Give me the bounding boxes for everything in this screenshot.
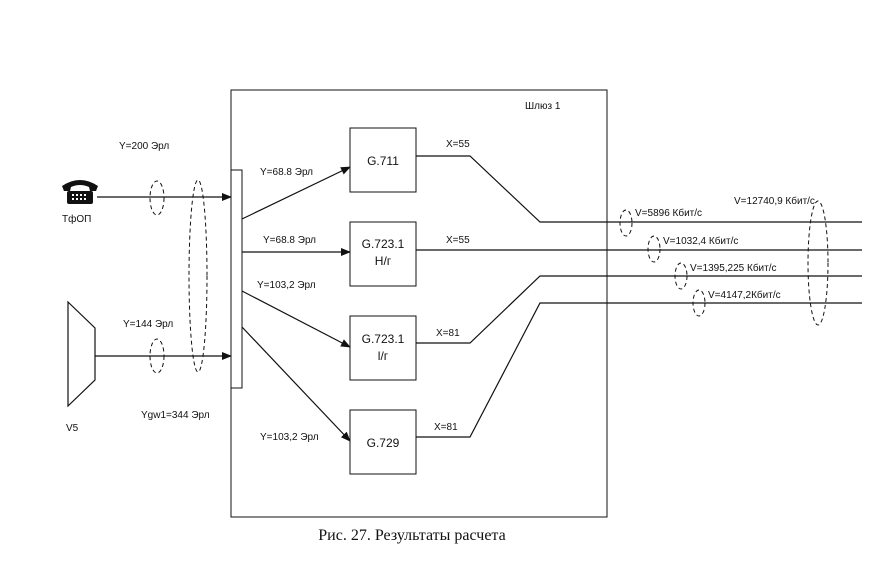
- pstn-bundle-ellipse: [149, 180, 165, 216]
- codec-3-bandwidth: V=1395,225 Кбит/с: [690, 262, 777, 274]
- bandwidth-1-ellipse: [619, 209, 633, 237]
- gateway-title: Шлюз 1: [525, 101, 561, 112]
- codec-box-g729: [349, 409, 417, 475]
- v5-bundle-ellipse: [149, 338, 165, 374]
- codec-1-x: X=55: [446, 139, 470, 150]
- codec-3-x: X=81: [436, 328, 460, 339]
- codec-2-sub: Н/г: [375, 254, 392, 268]
- codec-box-g7231-hg: [349, 221, 417, 287]
- output-line-4: [416, 302, 862, 438]
- total-load-ellipse: [188, 179, 208, 373]
- arrow-to-codec-1: [241, 166, 351, 220]
- codec-3-name: G.723.1: [362, 332, 405, 346]
- output-line-3: [416, 275, 862, 344]
- total-bandwidth-label: V=12740,9 Кбит/с: [734, 195, 815, 207]
- pstn-label: ТфОП: [62, 213, 91, 225]
- codec-2-name: G.723.1: [362, 237, 405, 251]
- codec-4-bandwidth: V=4147,2Кбит/с: [708, 289, 781, 301]
- pstn-load-label: Y=200 Эрл: [119, 141, 169, 152]
- codec-3-sub: l/г: [378, 349, 389, 363]
- bandwidth-2-ellipse: [647, 235, 661, 263]
- trapezoid-icon: [67, 300, 96, 408]
- v5-label: V5: [66, 423, 79, 434]
- codec-1-load: Y=68.8 Эрл: [260, 167, 313, 178]
- codec-4-name: G.729: [367, 436, 400, 450]
- codec-1-name: G.711: [367, 154, 399, 168]
- total-load-label: Ygw1=344 Эрл: [141, 410, 210, 421]
- codec-3-load: Y=103,2 Эрл: [257, 280, 316, 291]
- codec-2-bandwidth: V=1032,4 Кбит/с: [663, 235, 738, 247]
- output-line-1: [416, 155, 862, 223]
- codec-2-load: Y=68.8 Эрл: [263, 235, 316, 246]
- codec-box-g711: [349, 127, 417, 193]
- telephone-icon: [62, 180, 98, 204]
- distribution-bus: [230, 169, 243, 389]
- codec-1-bandwidth: V=5896 Кбит/с: [635, 207, 702, 219]
- bandwidth-4-ellipse: [692, 289, 706, 317]
- arrow-to-codec-4: [241, 326, 351, 442]
- arrow-to-codec-3: [241, 290, 351, 348]
- v5-load-label: Y=144 Эрл: [123, 319, 173, 330]
- bandwidth-3-ellipse: [674, 262, 688, 290]
- total-bandwidth-ellipse: [807, 200, 829, 326]
- codec-4-load: Y=103,2 Эрл: [260, 432, 319, 443]
- codec-4-x: X=81: [434, 422, 458, 433]
- codec-box-g7231-lg: [349, 315, 417, 381]
- codec-2-x: X=55: [446, 235, 470, 246]
- figure-caption: Рис. 27. Результаты расчета: [318, 527, 505, 544]
